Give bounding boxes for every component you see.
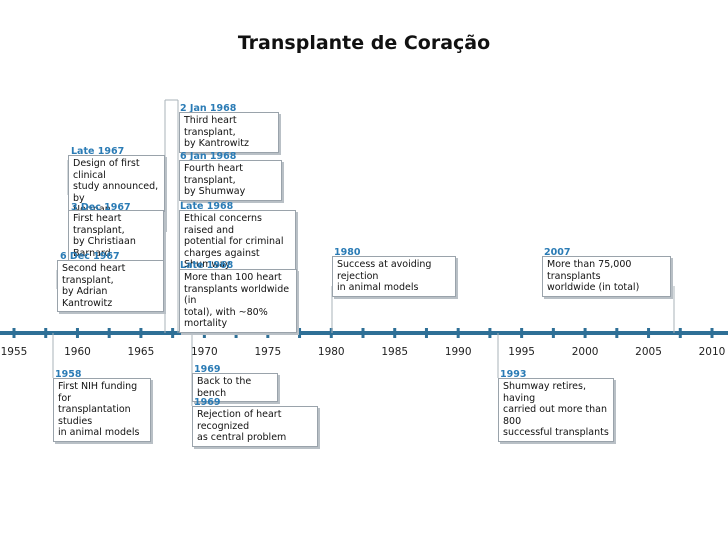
axis-tick — [202, 328, 206, 338]
event-text-line: carried out more than 800 — [503, 404, 608, 427]
event-text-line: total), with ~80% mortality — [184, 306, 268, 330]
event-text-line: in animal models — [58, 427, 140, 438]
event-text-line: worldwide (in total) — [547, 282, 640, 293]
event-text-line: transplantation studies — [58, 404, 131, 427]
axis-tick — [710, 328, 714, 338]
axis-tick — [171, 328, 175, 338]
event-text-line: Rejection of heart recognized — [197, 409, 282, 432]
event-box: Second heart transplant,by Adrian Kantro… — [57, 260, 164, 312]
event-date: 1969 — [194, 397, 221, 408]
axis-tick-label: 2010 — [699, 346, 726, 358]
axis-tick — [520, 328, 524, 338]
axis-tick — [583, 328, 587, 338]
event-box: Third heart transplant,by Kantrowitz — [179, 112, 279, 153]
event-text-line: transplants worldwide (in — [184, 283, 290, 307]
axis-tick-label: 1980 — [318, 346, 345, 358]
event-date: 6 Dec 1967 — [60, 251, 120, 262]
axis-tick — [139, 328, 143, 338]
axis-tick — [329, 328, 333, 338]
event-text-line: First NIH funding for — [58, 381, 138, 404]
event-text-line: First heart transplant, — [73, 213, 125, 236]
event-text-line: Third heart transplant, — [184, 115, 237, 138]
event-text-line: by Christiaan Barnard — [73, 236, 136, 259]
event-text-line: by Adrian Kantrowitz — [62, 286, 113, 309]
event-text-line: Shumway retires, having — [503, 381, 586, 404]
event-text-line: Second heart transplant, — [62, 263, 126, 286]
axis-tick — [615, 328, 619, 338]
axis-tick — [647, 328, 651, 338]
event-text-line: Ethical concerns raised and — [184, 213, 262, 236]
axis-tick — [44, 328, 48, 338]
event-date: Late 1967 — [71, 146, 125, 157]
event-text-line: charges against Shumway — [184, 247, 260, 271]
axis-tick — [361, 328, 365, 338]
event-text-line: successful transplants — [503, 427, 609, 438]
event-text-line: More than 100 heart — [184, 272, 282, 283]
event-date: Late 1968 — [180, 260, 234, 271]
axis-tick-label: 1955 — [1, 346, 28, 358]
event-box: Fourth heart transplant,by Shumway — [179, 160, 282, 201]
axis-tick — [456, 328, 460, 338]
axis-tick — [234, 328, 238, 338]
axis-tick — [424, 328, 428, 338]
event-date: 1993 — [500, 369, 527, 380]
event-date: Late 1968 — [180, 201, 234, 212]
event-text-line: Fourth heart transplant, — [184, 163, 243, 186]
event-text-line: study announced, by — [73, 181, 159, 204]
axis-tick-label: 2005 — [635, 346, 662, 358]
event-text-line: Success at avoiding rejection — [337, 259, 432, 282]
axis-tick-label: 1960 — [64, 346, 91, 358]
event-text-line: More than 75,000 transplants — [547, 259, 632, 282]
event-date: 3 Dec 1967 — [71, 202, 131, 213]
axis-tick — [488, 328, 492, 338]
axis-tick-label: 1985 — [381, 346, 408, 358]
axis-tick-label: 2000 — [572, 346, 599, 358]
axis-tick-label: 1975 — [254, 346, 281, 358]
axis-tick-label: 1965 — [128, 346, 155, 358]
event-date: 6 Jan 1968 — [180, 151, 237, 162]
event-date: 1969 — [194, 364, 221, 375]
axis-tick — [266, 328, 270, 338]
axis-tick — [75, 328, 79, 338]
event-text-line: Design of first clinical — [73, 158, 140, 181]
axis-tick — [298, 328, 302, 338]
axis-tick — [393, 328, 397, 338]
event-text-line: Back to the bench — [197, 376, 252, 399]
axis-tick — [551, 328, 555, 338]
event-box: Back to the bench — [192, 373, 278, 402]
axis-tick — [678, 328, 682, 338]
event-text-line: in animal models — [337, 282, 419, 293]
event-date: 2 Jan 1968 — [180, 103, 237, 114]
event-text-line: by Shumway — [184, 186, 246, 197]
event-text-line: by Kantrowitz — [184, 138, 249, 149]
page-title: Transplante de Coração — [237, 32, 491, 54]
axis-tick-label: 1970 — [191, 346, 218, 358]
event-text-line: as central problem — [197, 432, 287, 443]
event-date: 2007 — [544, 247, 571, 258]
axis-tick-label: 1990 — [445, 346, 472, 358]
event-text-line: potential for criminal — [184, 236, 284, 247]
axis-tick — [12, 328, 16, 338]
axis-tick — [107, 328, 111, 338]
axis-tick-label: 1995 — [508, 346, 535, 358]
event-date: 1958 — [55, 369, 82, 380]
event-date: 1980 — [334, 247, 361, 258]
